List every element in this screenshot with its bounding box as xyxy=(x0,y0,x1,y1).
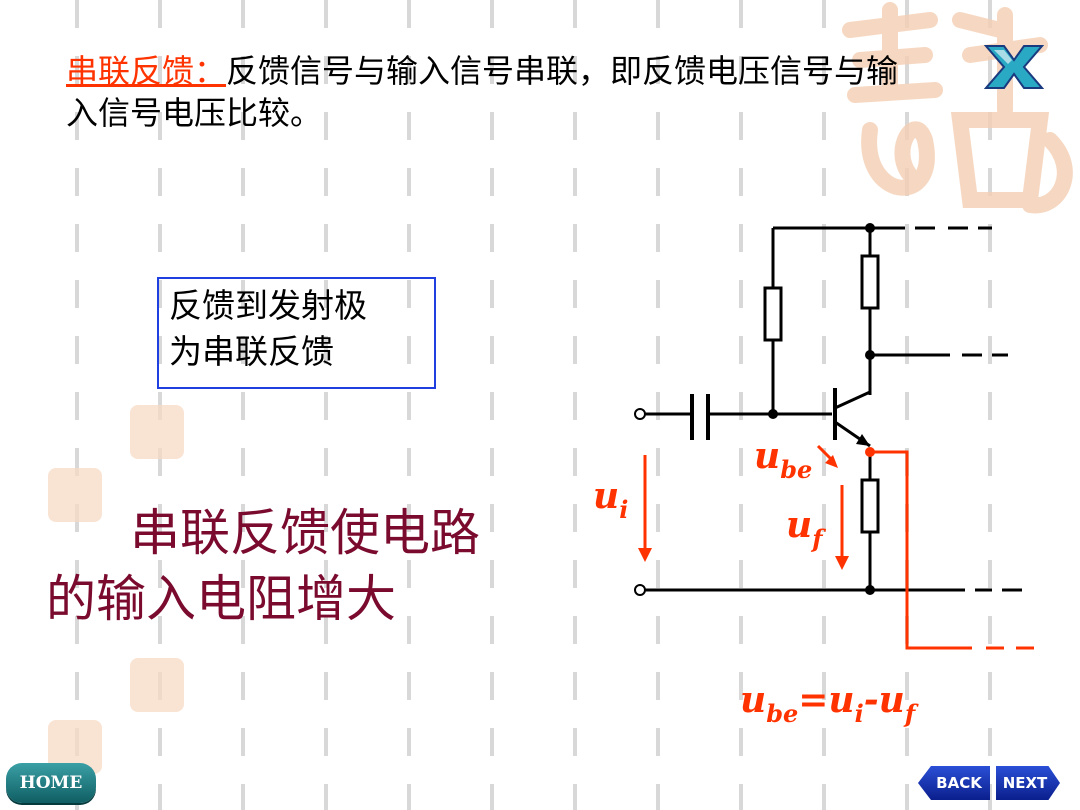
input-terminal-bottom xyxy=(634,584,646,596)
back-button[interactable]: BACK xyxy=(918,766,990,800)
label-ube: ube xyxy=(754,435,812,484)
input-terminal-top xyxy=(634,408,646,420)
callout-box: 反馈到发射极 为串联反馈 xyxy=(157,277,436,389)
label-uf: uf xyxy=(786,504,826,553)
label-ui: ui xyxy=(593,475,628,524)
seal-decoration xyxy=(48,468,102,522)
black-wires xyxy=(645,226,1022,592)
seal-decoration xyxy=(130,658,184,712)
equation: ube=ui-uf xyxy=(740,679,919,728)
callout-line-1: 反馈到发射极 xyxy=(169,286,367,325)
emitter-arrow xyxy=(856,434,870,446)
statement-line-2: 的输入电阻增大 xyxy=(46,570,396,628)
title-text: 反馈信号与输入信号串联，即反馈电压信号与输入信号电压比较。 xyxy=(66,52,899,132)
conclusion-statement: 串联反馈使电路 的输入电阻增大 xyxy=(46,500,480,632)
callout-line-2: 为串联反馈 xyxy=(169,332,334,371)
junction-dots xyxy=(768,223,875,595)
feedback-wire xyxy=(870,450,1034,650)
next-button[interactable]: NEXT xyxy=(996,766,1060,800)
voltage-arrows xyxy=(638,444,849,570)
page-title: 串联反馈：反馈信号与输入信号串联，即反馈电压信号与输入信号电压比较。 xyxy=(66,50,926,134)
statement-line-1: 串联反馈使电路 xyxy=(130,504,480,562)
home-button[interactable]: HOME xyxy=(6,763,96,803)
calligraphy-watermark xyxy=(842,2,1073,214)
title-highlight: 串联反馈： xyxy=(66,52,227,90)
close-icon[interactable] xyxy=(984,42,1044,92)
seal-decoration xyxy=(130,405,184,459)
